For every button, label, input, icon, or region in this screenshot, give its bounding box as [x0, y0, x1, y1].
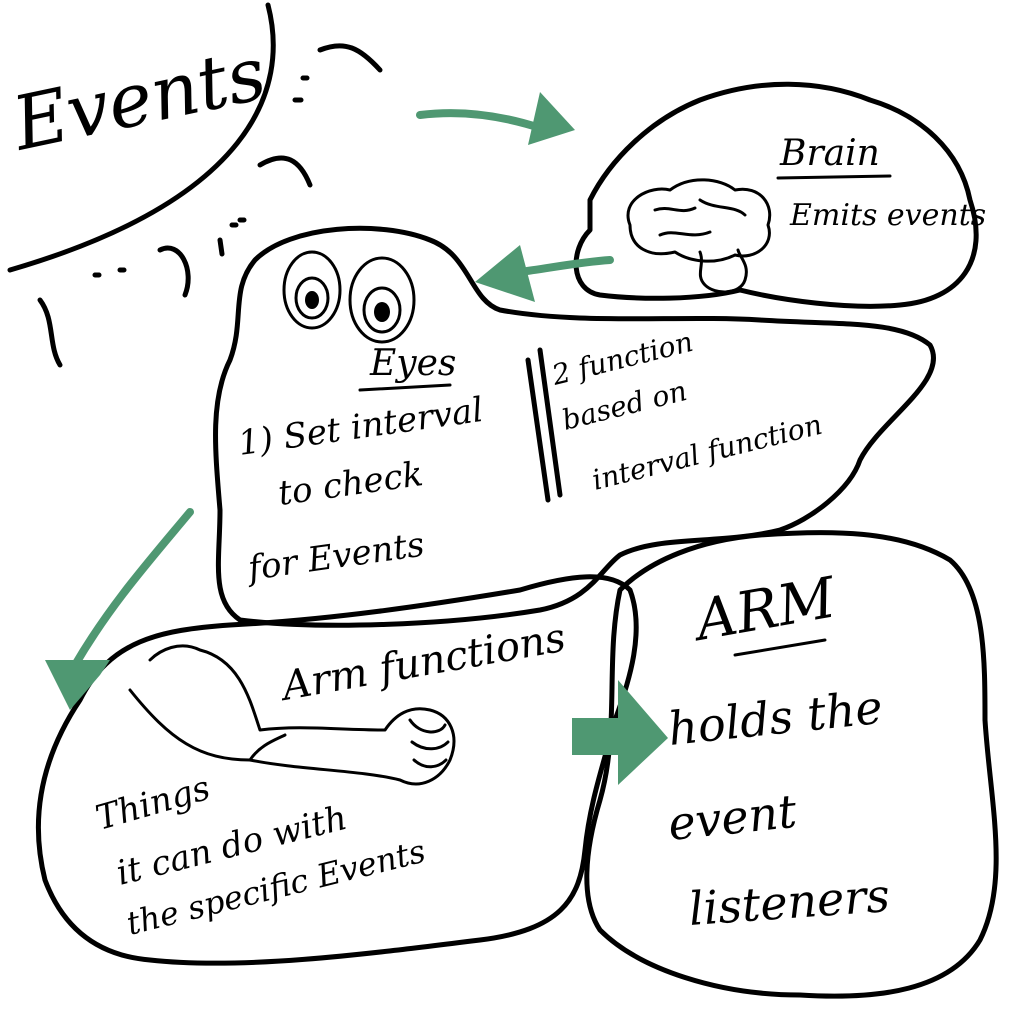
arm-cloud	[584, 530, 999, 999]
arm-caption-line2: event	[666, 784, 800, 851]
brain-icon	[626, 178, 772, 294]
eyes-step1-line2: to check	[276, 454, 426, 514]
title-arc	[7, 2, 276, 273]
brain-cloud	[573, 81, 979, 309]
column-divider	[525, 347, 563, 503]
arrow-brain-to-eyes	[475, 245, 614, 302]
arrow-eyes-to-arm-functions	[45, 508, 194, 710]
eyes-label-underline	[358, 383, 452, 392]
arm-functions-caption-line1: Things	[91, 768, 214, 839]
arm-caption-line3: listeners	[687, 868, 891, 936]
brace-marks-top	[257, 43, 383, 188]
eyes-step1-line3: for Events	[243, 525, 427, 590]
brace-marks-bottom	[37, 217, 247, 368]
arm-functions-cloud	[35, 574, 639, 966]
brain-label-underline	[776, 174, 892, 180]
eyes-cloud	[213, 225, 936, 628]
arrow-title-to-brain	[416, 92, 575, 145]
brain-label: Brain	[779, 133, 880, 174]
arrow-arm-functions-to-arm	[572, 680, 668, 785]
eyes-label: Eyes	[369, 343, 456, 384]
arm-functions-label: Arm functions	[275, 615, 569, 711]
eyes-step1-line1: 1) Set interval	[236, 390, 486, 464]
arm-label-underline	[733, 638, 827, 657]
eyes-icon	[282, 250, 416, 344]
arm-icon	[128, 644, 456, 786]
arm-caption-line1: holds the	[666, 680, 886, 756]
brain-caption: Emits events	[789, 198, 986, 233]
